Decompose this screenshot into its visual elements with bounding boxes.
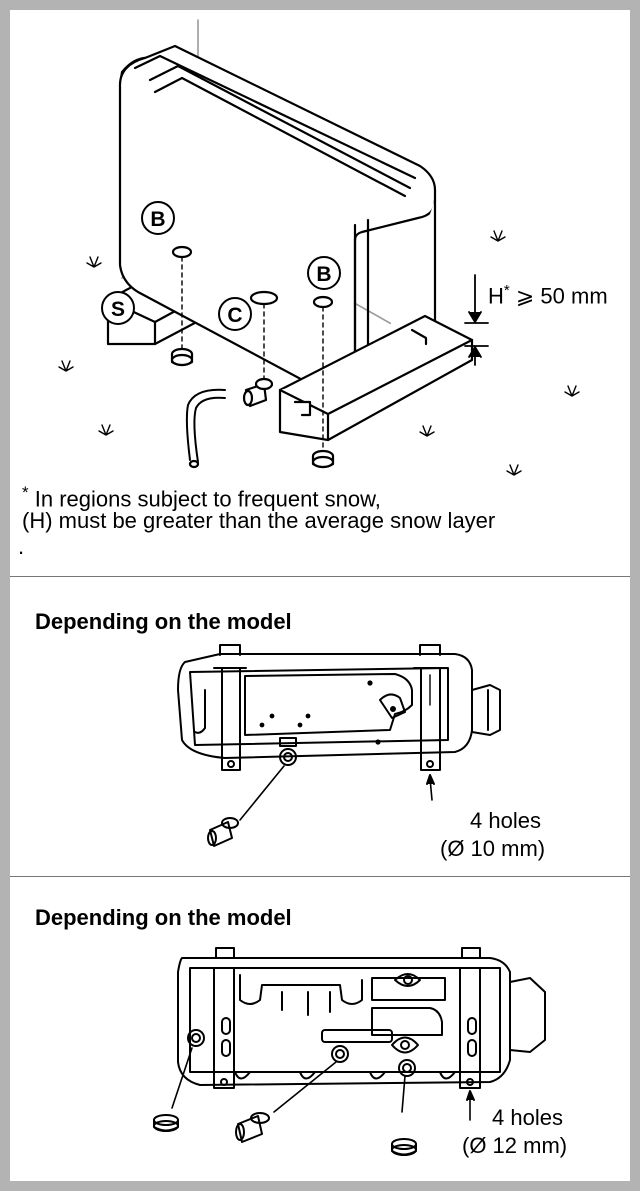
- right-block: [278, 314, 474, 442]
- small-holes-count: 4 holes: [470, 808, 541, 833]
- note-asterisk: *: [22, 483, 29, 502]
- grommet-right: [311, 449, 335, 469]
- height-value: ⩾ 50 mm: [515, 283, 608, 309]
- callout-b-lower: B: [307, 256, 341, 290]
- divider-2: [10, 876, 630, 877]
- large-holes-count: 4 holes: [492, 1105, 563, 1130]
- section-heading-large-model: Depending on the model: [35, 905, 292, 930]
- drain-elbow: [242, 377, 274, 408]
- snow-note-line2: (H) must be greater than the average sno…: [22, 508, 496, 533]
- callout-s: S: [101, 291, 135, 325]
- outdoor-unit-drawing: B B S C: [58, 19, 580, 476]
- svg-text:S: S: [111, 298, 125, 321]
- section-heading-small-model: Depending on the model: [35, 609, 292, 634]
- divider-1: [10, 576, 630, 577]
- callout-b-upper: B: [141, 201, 175, 235]
- large-holes-size: (Ø 12 mm): [462, 1133, 568, 1158]
- height-indicator: [464, 274, 489, 366]
- drain-hose: [185, 388, 226, 469]
- svg-text:B: B: [316, 263, 331, 286]
- unit-on-blocks-illustration: B B S C H* ⩾ 50 mm: [10, 10, 630, 476]
- small-holes-size: (Ø 10 mm): [440, 836, 546, 861]
- svg-text:B: B: [150, 208, 165, 231]
- svg-text:C: C: [227, 304, 242, 327]
- snow-note-line3: .: [18, 534, 25, 559]
- height-asterisk: *: [503, 282, 510, 299]
- height-symbol: H: [488, 283, 504, 309]
- grommet-left: [170, 347, 194, 367]
- note-text-1: In regions subject to frequent snow,: [34, 486, 381, 512]
- grass-tufts: [58, 230, 580, 476]
- snow-note-line1: * In regions subject to frequent snow,: [22, 480, 381, 512]
- drop-lines: [181, 256, 324, 456]
- height-label: H* ⩾ 50 mm: [488, 278, 608, 309]
- callout-c: C: [218, 297, 252, 331]
